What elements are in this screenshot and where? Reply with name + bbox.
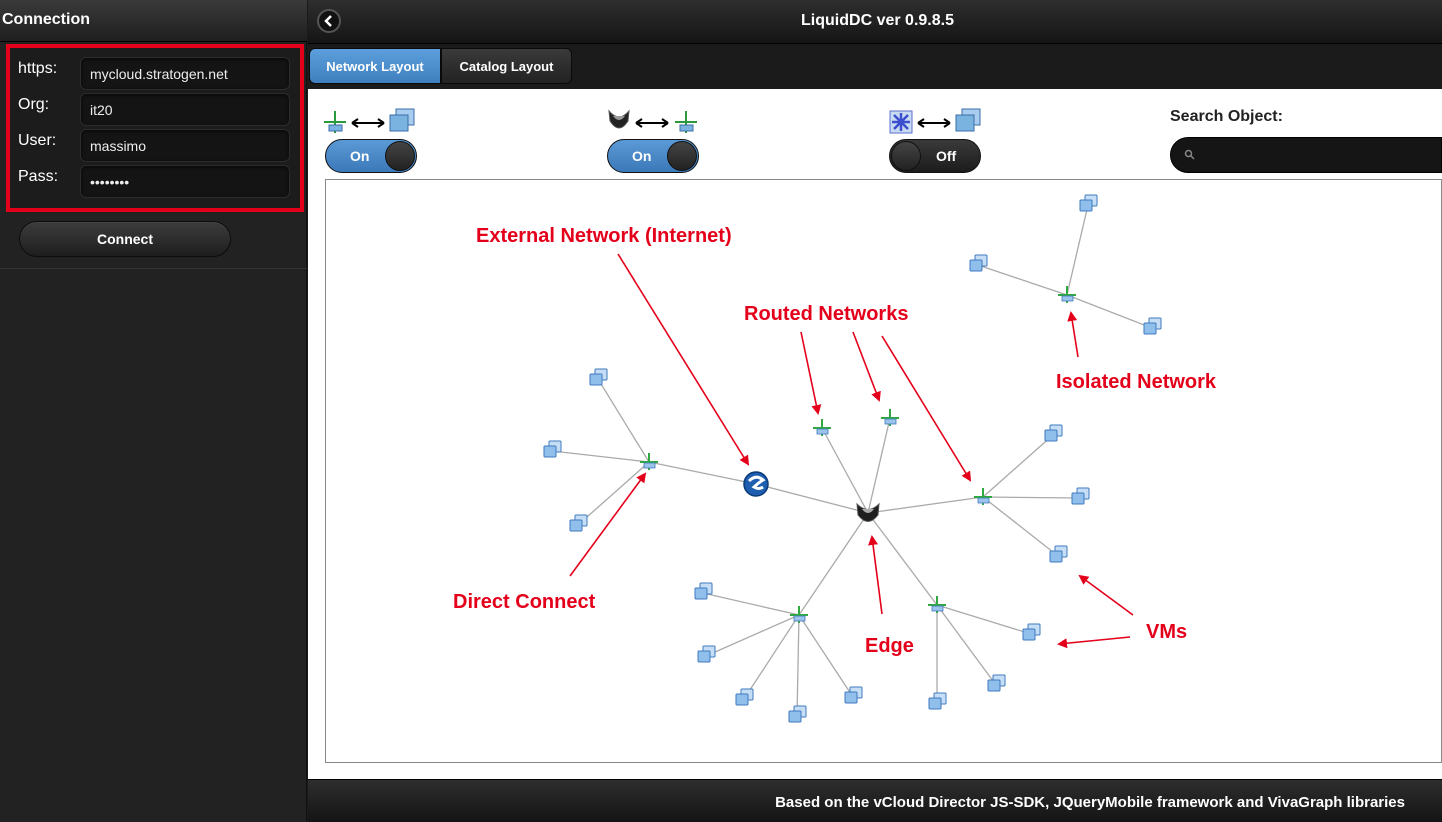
user-label: User: <box>18 132 57 149</box>
connect-button[interactable]: Connect <box>19 221 231 257</box>
connection-form: https: Org: User: Pass: <box>6 44 304 212</box>
search-label: Search Object: <box>1170 108 1283 125</box>
org-row: Org: <box>10 92 300 128</box>
routed-network-node[interactable] <box>812 418 832 437</box>
vm-node[interactable] <box>694 582 713 600</box>
toggle-knob <box>667 141 697 171</box>
vms-annotation: VMs <box>1146 621 1187 643</box>
vm-node[interactable] <box>1049 545 1068 563</box>
routed-network-node[interactable] <box>973 487 993 506</box>
vm-node[interactable] <box>1079 194 1098 212</box>
edge-gateway-icon[interactable] <box>856 502 880 522</box>
graph-edges <box>551 204 1153 717</box>
vm-node[interactable] <box>569 514 588 532</box>
pass-row: Pass: <box>10 164 300 200</box>
https-input[interactable] <box>80 57 290 90</box>
vm-node[interactable] <box>735 688 754 706</box>
https-label: https: <box>18 60 58 77</box>
toggle-state-label: On <box>632 148 652 164</box>
external-network-annotation: External Network (Internet) <box>476 225 732 247</box>
tab-network-layout[interactable]: Network Layout <box>309 48 441 84</box>
routed-network-node[interactable] <box>927 595 947 614</box>
connection-panel: Connection https: Org: User: Pass: Conne… <box>0 0 307 822</box>
footer-credits: Based on the vCloud Director JS-SDK, JQu… <box>775 794 1405 811</box>
chevron-left-icon <box>324 15 332 27</box>
vm-node[interactable] <box>788 705 807 723</box>
toggle-vapp-vm[interactable]: Off <box>889 139 981 173</box>
search-icon <box>1184 149 1195 160</box>
edge-icon <box>608 109 630 129</box>
org-label: Org: <box>18 96 50 113</box>
tab-catalog-layout[interactable]: Catalog Layout <box>441 48 572 84</box>
double-arrow-icon <box>635 118 669 128</box>
back-button[interactable] <box>317 9 341 33</box>
double-arrow-icon <box>351 118 385 128</box>
routed-network-node[interactable] <box>880 408 900 427</box>
network-icon <box>324 111 346 133</box>
toggle-network-vm-icons <box>324 108 415 133</box>
network-icon <box>675 111 697 133</box>
connection-header: Connection <box>0 0 307 42</box>
vm-node[interactable] <box>1071 487 1090 505</box>
vm-node[interactable] <box>969 254 988 272</box>
network-layout-view: On On <box>308 89 1442 779</box>
network-graph-canvas[interactable]: External Network (Internet) Routed Netwo… <box>325 179 1442 763</box>
toggle-vapp-vm-icons <box>889 108 981 134</box>
header-bar: LiquidDC ver 0.9.8.5 <box>308 0 1442 44</box>
toggle-state-label: On <box>350 148 370 164</box>
network-nodes <box>639 285 1077 624</box>
https-row: https: <box>10 56 300 92</box>
divider <box>0 268 307 269</box>
vm-icon <box>955 108 981 132</box>
toggle-knob <box>385 141 415 171</box>
vm-node[interactable] <box>697 645 716 663</box>
network-graph: External Network (Internet) Routed Netwo… <box>453 194 1217 723</box>
vm-node[interactable] <box>928 692 947 710</box>
user-input[interactable] <box>80 129 290 162</box>
tab-bar: Network Layout Catalog Layout <box>308 45 1442 89</box>
footer-bar: Based on the vCloud Director JS-SDK, JQu… <box>308 779 1442 822</box>
edge-annotation: Edge <box>865 635 914 657</box>
user-row: User: <box>10 128 300 164</box>
toggle-state-label: Off <box>936 148 957 164</box>
connection-title: Connection <box>2 11 90 28</box>
org-input[interactable] <box>80 93 290 126</box>
routed-network-node[interactable] <box>789 605 809 624</box>
annotation-arrows <box>569 253 1134 649</box>
isolated-network-annotation: Isolated Network <box>1056 371 1217 393</box>
search-input[interactable] <box>1201 142 1436 168</box>
search-field[interactable] <box>1170 137 1442 173</box>
external-network-icon[interactable] <box>743 471 769 497</box>
vm-node[interactable] <box>1044 424 1063 442</box>
vapp-icon <box>889 110 913 134</box>
direct-connect-annotation: Direct Connect <box>453 591 596 613</box>
toggle-knob <box>891 141 921 171</box>
double-arrow-icon <box>917 118 951 128</box>
toggle-edge-network-icons <box>608 109 697 133</box>
toggle-edge-network[interactable]: On <box>607 139 699 173</box>
vm-node[interactable] <box>589 368 608 386</box>
pass-label: Pass: <box>18 168 59 185</box>
routed-networks-annotation: Routed Networks <box>744 303 908 325</box>
app-title: LiquidDC ver 0.9.8.5 <box>801 12 954 29</box>
pass-input[interactable] <box>80 165 290 198</box>
isolated-network-node[interactable] <box>1057 285 1077 304</box>
vm-node[interactable] <box>1022 623 1041 641</box>
toggle-network-vm[interactable]: On <box>325 139 417 173</box>
vm-node[interactable] <box>1143 317 1162 335</box>
vm-node[interactable] <box>543 440 562 458</box>
vm-icon <box>389 108 415 132</box>
